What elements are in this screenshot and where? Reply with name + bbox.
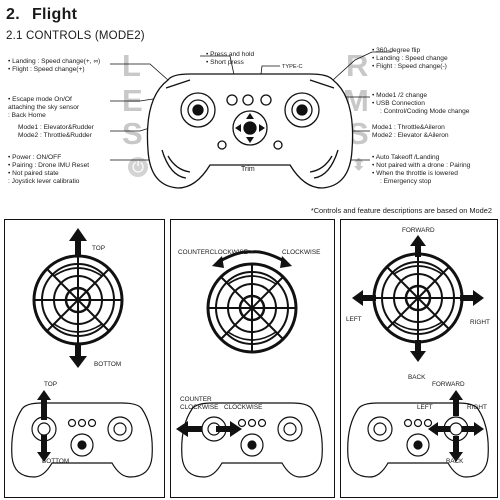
- letter-R: R: [346, 48, 369, 83]
- panel2-stick-arrows: [176, 421, 242, 437]
- note-line: Mode2 : Throttle&Rudder: [18, 132, 92, 139]
- note-E: Escape mode On/Of attaching the sky sens…: [8, 96, 79, 120]
- note-line: : Emergency stop: [380, 178, 432, 185]
- note-S-left: Mode1 : Elevator&Rudder Mode2 : Throttle…: [18, 124, 94, 140]
- panel2-stick-ccw-label-1: COUNTER: [180, 396, 212, 403]
- note-line: : Control/Coding Mode change: [380, 108, 470, 115]
- note-line: Landing : Speed change(+, ∞): [8, 58, 100, 66]
- note-line: Flight : Speed change(+): [8, 66, 100, 74]
- note-line: Short press: [206, 59, 254, 67]
- panel3-controller: [347, 402, 489, 478]
- panel2-drone: [206, 262, 298, 354]
- section-heading: 2. Flight: [6, 6, 77, 24]
- note-line: Power : ON/OFF: [8, 154, 89, 162]
- button-M: [260, 94, 272, 106]
- note-line: Not paired with a drone : Pairing: [372, 162, 470, 170]
- letter-L: L: [122, 48, 141, 83]
- typec-label: TYPE-C: [282, 64, 303, 70]
- note-line: Mode1 : Throttle&Aileron: [372, 124, 445, 131]
- note-M: Mode1 /2 change USB Connection : Control…: [372, 92, 469, 116]
- panel1-top-label: TOP: [92, 245, 106, 252]
- panel3-drone: [372, 252, 464, 344]
- leader-line-L: [110, 63, 169, 81]
- note-R: 360-degree flip Landing : Speed change F…: [372, 47, 448, 71]
- note-line: : Back Home: [8, 112, 46, 119]
- letter-S-right: S: [348, 116, 369, 151]
- trim-label: Trim: [241, 166, 255, 173]
- panel3-stick-right-label: RIGHT: [467, 404, 487, 411]
- note-line: Not paired state: [8, 170, 89, 178]
- note-power: Power : ON/OFF Pairing : Drone IMU Reset…: [8, 154, 89, 186]
- letter-S-left: S: [122, 116, 143, 151]
- note-line: Mode1 /2 change: [372, 92, 469, 100]
- panel3-stick-forward-label: FORWARD: [432, 381, 465, 388]
- panel1-bottom-label: BOTTOM: [94, 361, 122, 368]
- panel3-stick-arrows: [428, 390, 484, 462]
- panel2-stick-cw-label: CLOCKWISE: [224, 404, 263, 411]
- note-line: Flight : Speed change(-): [372, 63, 448, 71]
- note-line: Mode2 : Elevator &Aileron: [372, 132, 449, 139]
- note-updown: Auto Takeoff /Landing Not paired with a …: [372, 154, 471, 186]
- panel1-stick-arrows: [37, 390, 51, 462]
- note-line: When the throttle is lowered: [372, 170, 470, 178]
- controller-diagram: [110, 51, 392, 189]
- panel-yaw: [170, 219, 335, 498]
- panel3-stick-left-label: LEFT: [417, 404, 433, 411]
- panel1-controller: [11, 402, 153, 478]
- note-line: Landing : Speed change: [372, 55, 448, 63]
- panel-throttle: [4, 219, 165, 498]
- note-line: Press and hold: [206, 51, 254, 59]
- note-line: Auto Takeoff /Landing: [372, 154, 470, 162]
- note-L: Landing : Speed change(+, ∞) Flight : Sp…: [8, 58, 100, 74]
- panel2-cw-label: CLOCKWISE: [282, 249, 321, 256]
- panel1-stick-top-label: TOP: [44, 381, 58, 388]
- panel1-drone: [32, 254, 124, 346]
- subsection-heading: 2.1 CONTROLS (MODE2): [6, 30, 145, 42]
- note-S-right: Mode1 : Throttle&Aileron Mode2 : Elevato…: [372, 124, 449, 140]
- leader-line-R: [332, 51, 392, 81]
- panel3-left-label: LEFT: [346, 316, 362, 323]
- panel3-right-label: RIGHT: [470, 319, 490, 326]
- button-updown: [273, 140, 283, 150]
- panel2-controller: [181, 402, 323, 478]
- note-line: USB Connection: [372, 100, 469, 108]
- panel2-ccw-label: COUNTERCLOCKWISE: [178, 249, 248, 256]
- shoulder-lines: [165, 79, 335, 89]
- note-line: attaching the sky sensor: [8, 104, 80, 111]
- note-line: Pairing : Drone IMU Reset: [8, 162, 89, 170]
- panel3-arrows: [352, 235, 484, 362]
- panel1-stick-bottom-label: BOTTOM: [42, 458, 70, 465]
- panel1-arrows: [69, 228, 87, 368]
- note-line: Escape mode On/Of: [8, 96, 79, 104]
- button-E: [226, 94, 238, 106]
- controller: [146, 73, 354, 189]
- panel2-stick-ccw-label-2: CLOCKWISE: [180, 404, 219, 411]
- panel-pitch-roll: [340, 219, 498, 498]
- section-title: Flight: [31, 6, 78, 23]
- note-press: Press and hold Short press: [206, 51, 254, 67]
- panel3-stick-back-label: BACK: [446, 458, 464, 465]
- panel3-back-label: BACK: [408, 374, 426, 381]
- note-line: Mode1 : Elevator&Rudder: [18, 124, 94, 131]
- footnote: *Controls and feature descriptions are b…: [310, 206, 492, 215]
- section-number: 2.: [6, 6, 20, 23]
- note-line: 360-degree flip: [372, 47, 448, 55]
- grip-lines: [161, 149, 339, 179]
- button-center: [242, 94, 254, 106]
- power-icon: ⏻: [128, 157, 148, 177]
- button-power: [217, 140, 227, 150]
- panel3-forward-label: FORWARD: [402, 227, 435, 234]
- up-down-arrow-icon: ⬍: [352, 157, 366, 174]
- note-line: : Joystick lever calibratio: [8, 178, 80, 185]
- letter-E: E: [122, 83, 143, 118]
